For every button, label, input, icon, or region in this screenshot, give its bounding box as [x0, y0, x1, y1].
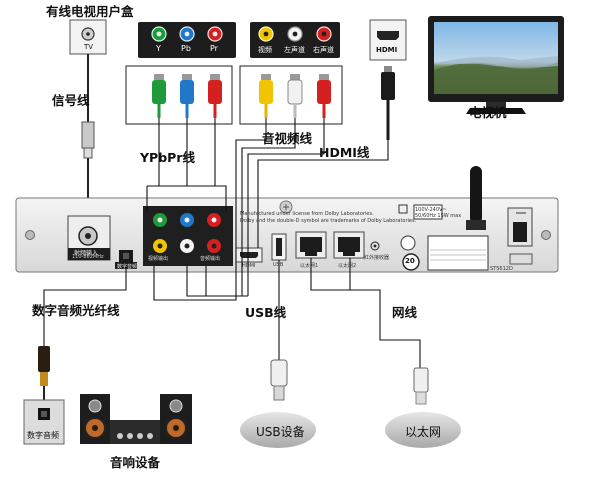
panel-ir-jack: [370, 241, 380, 251]
connection-wires: [43, 118, 421, 368]
model-label: ST5612D: [490, 266, 513, 272]
panel-hdmi-port: [235, 247, 263, 263]
tv-port-label: TV: [84, 43, 94, 51]
digital-audio-box: [23, 399, 65, 445]
rf-input-block: [67, 215, 111, 261]
panel-usb-port: [271, 233, 287, 261]
panel-hdmi-tag: HDMI: [242, 263, 256, 269]
panel-rating-label: [398, 204, 489, 271]
hdmi-port-label: HDMI: [376, 46, 398, 54]
optical-line-label: 数字音频光纤线: [32, 303, 120, 318]
panel-ir-tag: 红外接收器: [364, 255, 390, 261]
video-out-tag: 视频输出: [148, 256, 169, 262]
lan-plug: [413, 367, 429, 405]
usb-line-label: USB线: [245, 305, 287, 320]
wifi-antenna: [466, 166, 486, 230]
ypbpr-cable: [125, 65, 233, 125]
usb-plug: [270, 359, 288, 401]
tv-set: [428, 16, 564, 114]
ethernet-oval: [385, 412, 461, 448]
panel-rca-block: [143, 206, 233, 266]
av-line-label: 音视频线: [262, 131, 313, 146]
rf-freq-label: 110-862MHz: [72, 254, 104, 260]
power-rating-label: 100V-240V~: [415, 207, 447, 213]
panel-lan-ports: [295, 231, 365, 259]
speaker-system: [80, 394, 192, 444]
dolby-notice-2: Dolby and the double-D symbol are tradem…: [240, 218, 417, 224]
dolby-notice-1: Manufactured under license from Dolby La…: [240, 211, 374, 217]
audio-out-tag: 音频输出: [200, 256, 221, 262]
panel-lan2-tag: 以太网2: [338, 263, 357, 269]
tv-wall-plate: [69, 19, 107, 55]
power-switch: [507, 207, 533, 265]
usb-device-label: USB设备: [256, 425, 305, 439]
signal-line-label: 信号线: [52, 93, 90, 108]
pr-port-label: Pr: [210, 44, 218, 53]
y-port-label: Y: [156, 44, 161, 53]
power-spec-label: 50/60Hz 15W max: [415, 213, 462, 219]
panel-usb-tag: USB: [273, 262, 284, 268]
av-cable: [239, 65, 343, 125]
hdmi-line-label: HDMI线: [319, 145, 370, 160]
video-port-label: 视频: [258, 46, 272, 54]
pb-port-label: Pb: [181, 44, 191, 53]
left-audio-port-label: 左声道: [284, 46, 305, 54]
rf-in-label: 射频输入: [74, 250, 99, 257]
ypbpr-line-label: YPbPr线: [140, 150, 195, 165]
cable-box-label: 有线电视用户盒: [46, 4, 134, 19]
badge-label: 20: [405, 257, 415, 265]
speaker-set-label: 音响设备: [110, 455, 161, 470]
panel-lan1-tag: 以太网1: [300, 263, 319, 269]
net-line-label: 网线: [392, 305, 418, 320]
signal-cable: [81, 54, 95, 218]
optical-tag-label: 数字音频: [117, 264, 138, 270]
digital-audio-label: 数字音频: [27, 431, 59, 440]
usb-device-oval: [240, 412, 316, 448]
ethernet-label: 以太网: [405, 425, 442, 439]
hdmi-panel: [369, 19, 407, 61]
tv-set-label: 电视机: [469, 105, 507, 120]
right-audio-port-label: 右声道: [313, 46, 334, 54]
optical-port: [115, 250, 137, 269]
optical-plug: [38, 346, 50, 400]
ypbpr-panel: [138, 22, 236, 58]
hdmi-cable: [381, 66, 395, 140]
av-panel: [250, 22, 340, 58]
